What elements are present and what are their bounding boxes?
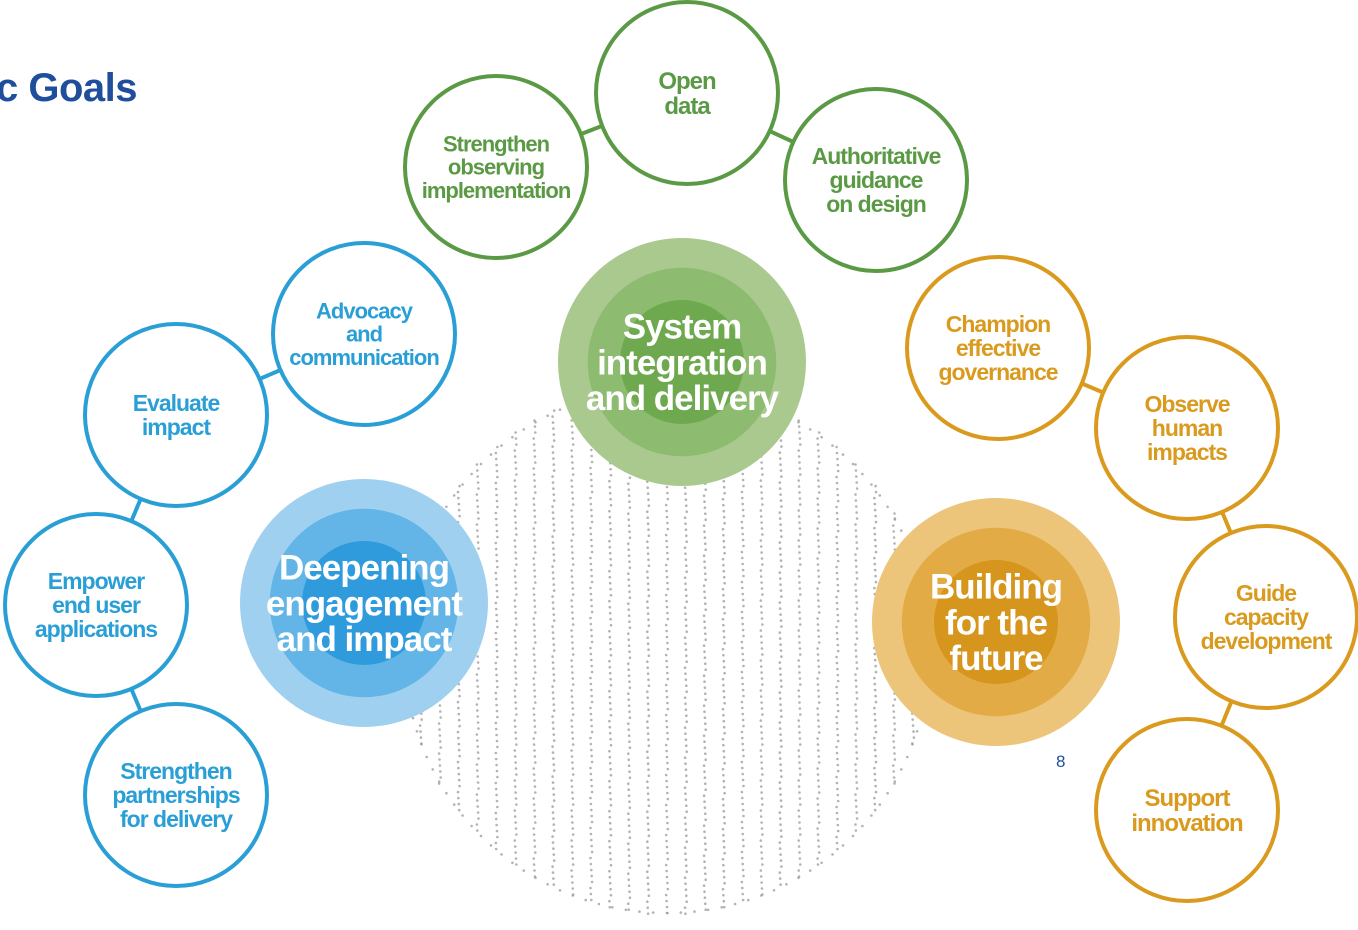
- hub-label-line: integration: [597, 343, 767, 382]
- goal-label-line: Observe: [1144, 391, 1229, 417]
- goal-circle-outline: [83, 702, 269, 888]
- hub-label-line: engagement: [266, 584, 463, 623]
- goal-label-line: effective: [956, 335, 1041, 361]
- hub-core: [302, 541, 426, 665]
- goal-label-line: and: [346, 322, 382, 347]
- goal-label-line: Evaluate: [133, 390, 220, 416]
- goal-circle-outline: [783, 87, 969, 273]
- goal-label-line: Strengthen: [120, 758, 231, 784]
- goal-circle-outline: [83, 322, 269, 508]
- goal-label-line: applications: [35, 616, 157, 642]
- goal-label-line: Champion: [946, 311, 1050, 337]
- goal-label-line: communication: [289, 345, 439, 370]
- hub-label-line: and impact: [277, 620, 453, 659]
- hub-label-line: future: [949, 639, 1043, 678]
- goal-label-line: capacity: [1224, 604, 1309, 630]
- hub-label-line: and delivery: [586, 379, 780, 418]
- goal-label-line: development: [1201, 628, 1333, 654]
- goal-label-line: governance: [938, 359, 1057, 385]
- goal-label-line: Authoritative: [812, 143, 941, 169]
- goal-label-line: end user: [52, 592, 141, 618]
- goal-label-line: for delivery: [120, 806, 233, 832]
- hub-core: [620, 300, 744, 424]
- hub-core: [934, 560, 1058, 684]
- goal-label-line: Guide: [1236, 580, 1296, 606]
- hub-label-line: System: [623, 308, 742, 347]
- goal-label-line: Advocacy: [316, 299, 414, 324]
- goal-label-line: observing: [448, 155, 544, 180]
- goal-label-line: Support: [1145, 785, 1231, 812]
- goal-circle-outline: [594, 0, 780, 186]
- goal-circle-outline: [1094, 335, 1280, 521]
- goal-circle-outline: [271, 241, 457, 427]
- goal-label-line: human: [1152, 415, 1222, 441]
- goal-label-line: partnerships: [112, 782, 240, 808]
- goal-circle-outline: [1094, 717, 1280, 903]
- goal-label-line: implementation: [422, 178, 571, 203]
- goal-circle-outline: [1173, 524, 1358, 710]
- goal-label-line: guidance: [830, 167, 923, 193]
- goal-circle-outline: [905, 255, 1091, 441]
- goal-circle-outline: [403, 74, 589, 260]
- hub-label-line: Building: [930, 568, 1062, 607]
- page-number: 8: [1056, 752, 1066, 771]
- goal-label-line: Empower: [48, 568, 146, 594]
- goal-circles: StrengthenobservingimplementationOpendat…: [3, 0, 1358, 903]
- hub-label-line: Deepening: [279, 549, 449, 588]
- goal-label-line: data: [664, 93, 711, 120]
- goal-label-line: on design: [826, 191, 926, 217]
- goal-label-line: impacts: [1147, 439, 1227, 465]
- goal-label-line: innovation: [1131, 810, 1243, 837]
- goal-label-line: impact: [142, 414, 211, 440]
- hub-label-line: for the: [945, 603, 1047, 642]
- goal-label-line: Open: [658, 68, 716, 95]
- goal-label-line: Strengthen: [443, 132, 550, 157]
- goal-circle-outline: [3, 512, 189, 698]
- page-title: c Goals: [0, 66, 138, 110]
